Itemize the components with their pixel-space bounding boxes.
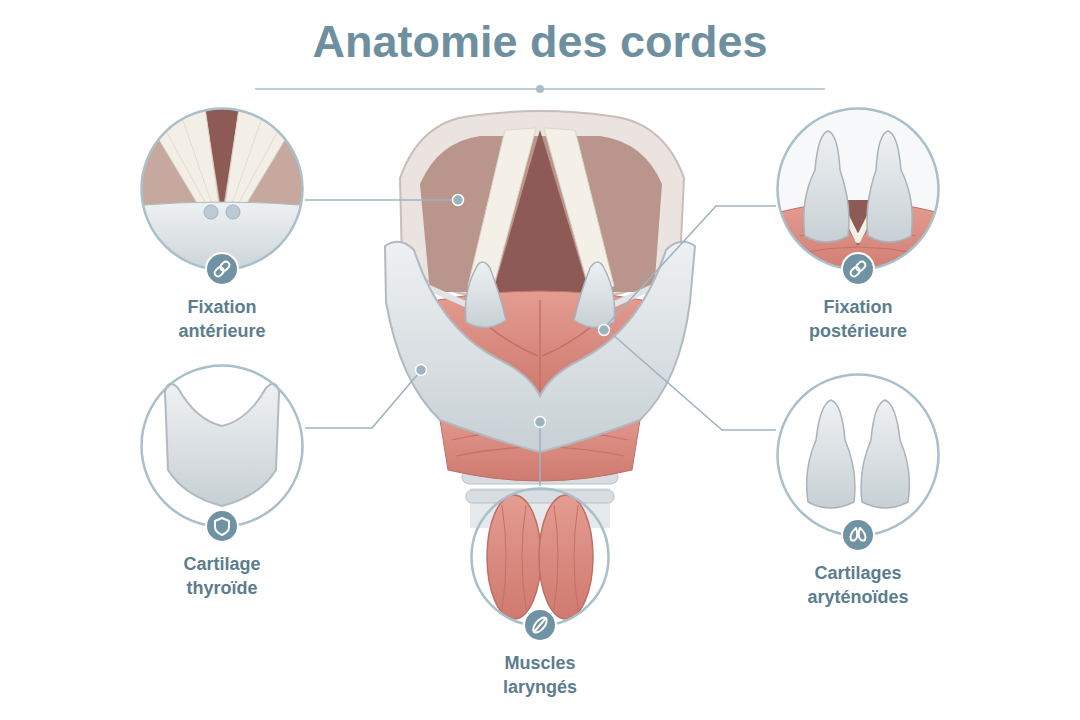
icon-badge <box>524 609 556 641</box>
attachment-node <box>204 205 218 219</box>
circle-border <box>778 375 939 536</box>
icon-badge <box>206 510 238 542</box>
callout-label: Muscles laryngés <box>465 651 615 699</box>
thyroid-edge <box>130 202 314 280</box>
leader-lines <box>305 200 776 486</box>
trachea-ring <box>466 490 614 503</box>
callout-outline <box>758 373 958 555</box>
arytenoid <box>807 400 855 508</box>
muscle <box>487 495 541 619</box>
muscle-icon <box>531 615 549 635</box>
leader-line <box>305 374 418 428</box>
callout-label: Fixation antérieure <box>147 295 297 343</box>
callout-outline <box>122 107 322 289</box>
vocal-fold <box>224 108 304 216</box>
shield-icon <box>215 518 229 535</box>
circle-border <box>778 109 939 270</box>
larynx <box>385 111 695 528</box>
vocal-fold <box>140 108 220 216</box>
leader-dot <box>535 417 546 428</box>
muscle-icon <box>534 618 546 632</box>
leader-line <box>305 199 452 201</box>
link-part <box>219 260 231 272</box>
callout-label: Cartilages aryténoïdes <box>783 561 933 609</box>
badge-icon <box>213 260 231 278</box>
thyroid-detail <box>165 384 279 506</box>
cartilage-icon <box>851 528 858 541</box>
circle-border <box>142 109 303 270</box>
icon-badge <box>842 253 874 285</box>
callout-outline <box>440 487 640 645</box>
badge-icon <box>849 260 867 278</box>
fold-fibres <box>160 112 284 206</box>
leader-dot <box>416 365 427 376</box>
circle-border <box>472 489 609 626</box>
callout-outline <box>758 107 958 289</box>
badge-icon <box>851 528 866 541</box>
leader-line <box>539 428 541 486</box>
leader-line <box>612 334 776 430</box>
icon-badge <box>842 519 874 551</box>
callout-label: Cartilage thyroïde <box>147 552 297 600</box>
callout-circle: Cartilage thyroïde <box>122 364 322 600</box>
circle-border <box>142 366 303 527</box>
arytenoid <box>804 131 849 242</box>
icon-badge <box>206 253 238 285</box>
link-part <box>855 260 867 272</box>
callout-circle: Cartilages aryténoïdes <box>758 373 958 609</box>
badge-icon <box>531 615 549 635</box>
callout-outline <box>122 364 322 546</box>
arytenoid-right <box>574 262 615 328</box>
callout-circle: Muscles laryngés <box>440 487 640 699</box>
callout-circle: Fixation antérieure <box>122 107 322 343</box>
arytenoid <box>861 400 909 508</box>
supraglottic-rim <box>400 111 684 302</box>
callout-label: Fixation postérieure <box>783 295 933 343</box>
leader-line <box>606 206 776 326</box>
cartilage-icon <box>859 528 866 541</box>
leader-dot <box>453 195 464 206</box>
arytenoid-left <box>465 262 506 328</box>
attachment-node <box>226 205 240 219</box>
callout-circle: Fixation postérieure <box>758 107 958 343</box>
muscle <box>539 495 593 619</box>
title-rule <box>255 85 825 93</box>
leader-dot <box>599 325 610 336</box>
rule-dot <box>536 85 544 93</box>
muscles-detail <box>487 495 593 619</box>
link-icon <box>213 260 231 278</box>
diagram-title: Anatomie des cordes <box>0 12 1080 72</box>
link-icon <box>849 260 867 278</box>
muscle-fibres <box>502 505 578 610</box>
arytenoid <box>867 131 912 242</box>
thyroid-cartilage <box>385 242 695 452</box>
link-part <box>849 266 861 278</box>
badge-icon <box>215 518 229 535</box>
link-part <box>213 266 225 278</box>
arytenoids-detail <box>807 400 910 508</box>
leader-dots <box>416 195 610 428</box>
